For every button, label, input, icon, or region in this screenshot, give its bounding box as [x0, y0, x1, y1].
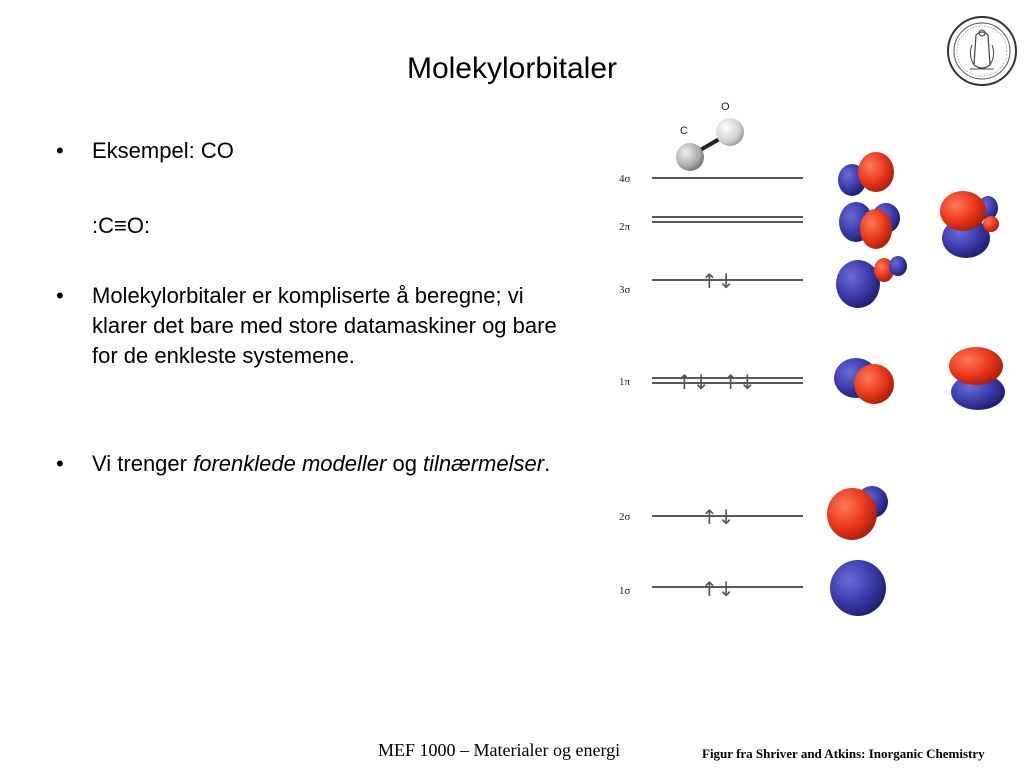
bullet-emphasis-approximations: tilnærmelser — [423, 451, 545, 476]
formula-carbon: :C — [92, 213, 114, 238]
oxygen-atom — [716, 118, 744, 146]
level-label: 2σ — [619, 511, 631, 523]
orbital-lobe-negative — [836, 260, 880, 308]
level-4sigma: 4σ — [619, 152, 894, 196]
electron-pairs: ↑↓ ↑↓ — [676, 370, 756, 394]
orbital-lobe-negative — [830, 560, 886, 616]
footer-course: MEF 1000 – Materialer og energi — [378, 740, 621, 760]
slide-title: Molekylorbitaler — [406, 52, 618, 85]
bullet-example: • Eksempel: CO — [56, 136, 234, 166]
orbital-lobe-positive — [949, 347, 1003, 385]
orbital-lobe-positive — [983, 216, 999, 232]
bullet-emphasis-models: forenklede modeller — [193, 451, 387, 476]
orbital-lobe-positive — [827, 488, 877, 540]
level-2sigma: 2σ ↑↓ — [619, 486, 888, 540]
orbital-lobe-group — [940, 191, 999, 258]
formula-oxygen: O: — [126, 213, 151, 238]
bullet-complexity: • Molekylorbitaler er kompliserte å bere… — [56, 281, 562, 371]
bullet-text: Molekylorbitaler er kompliserte å beregn… — [92, 283, 557, 368]
mo-diagram: C O 4σ 2π 3σ ↑↓ — [619, 101, 1005, 616]
bullet-text-1: Vi trenger — [92, 451, 194, 476]
co-molecule: C O — [676, 101, 744, 171]
level-1sigma: 1σ ↑↓ — [619, 560, 886, 616]
orbital-lobe-positive — [874, 258, 894, 282]
bullet-text: Eksempel: CO — [92, 138, 234, 163]
carbon-label: C — [680, 125, 688, 137]
oxygen-label: O — [721, 101, 730, 113]
university-seal-icon — [947, 16, 1017, 86]
level-1pi: 1π ↑↓ ↑↓ — [619, 347, 1005, 410]
bullet-marker: • — [56, 138, 64, 163]
bullet-models: • Vi trenger forenklede modeller og tiln… — [56, 449, 562, 479]
carbon-atom — [676, 143, 704, 171]
electron-pair: ↑↓ — [701, 577, 735, 601]
electron-pair: ↑↓ — [701, 269, 735, 293]
co-formula: :C≡O: — [92, 211, 150, 241]
orbital-lobe-group — [830, 560, 886, 616]
level-label: 1σ — [619, 585, 631, 597]
orbital-lobe-group — [834, 358, 894, 404]
level-3sigma: 3σ ↑↓ — [619, 256, 907, 308]
level-label: 2π — [619, 221, 631, 233]
bullet-text-2: og — [386, 451, 424, 476]
level-label: 3σ — [619, 284, 631, 296]
electron-pair: ↑↓ — [701, 505, 735, 529]
orbital-lobe-positive — [858, 152, 894, 192]
orbital-lobe-positive — [854, 364, 894, 404]
bullet-marker: • — [56, 451, 64, 476]
orbital-lobe-group — [949, 347, 1005, 410]
orbital-lobe-positive — [860, 209, 892, 249]
orbital-lobe-group — [836, 256, 907, 308]
orbital-lobe-negative — [889, 256, 907, 276]
level-label: 4σ — [619, 173, 631, 185]
level-label: 1π — [619, 376, 631, 388]
orbital-lobe-group — [839, 202, 900, 249]
bullet-marker: • — [56, 283, 64, 308]
bullet-text-3: . — [544, 451, 551, 476]
level-2pi: 2π — [619, 191, 999, 258]
orbital-lobe-group — [827, 486, 888, 540]
footer-source: Figur fra Shriver and Atkins: Inorganic … — [702, 746, 985, 761]
orbital-lobe-positive — [940, 191, 986, 231]
formula-triple-bond: ≡ — [114, 213, 127, 238]
orbital-lobe-group — [838, 152, 894, 196]
